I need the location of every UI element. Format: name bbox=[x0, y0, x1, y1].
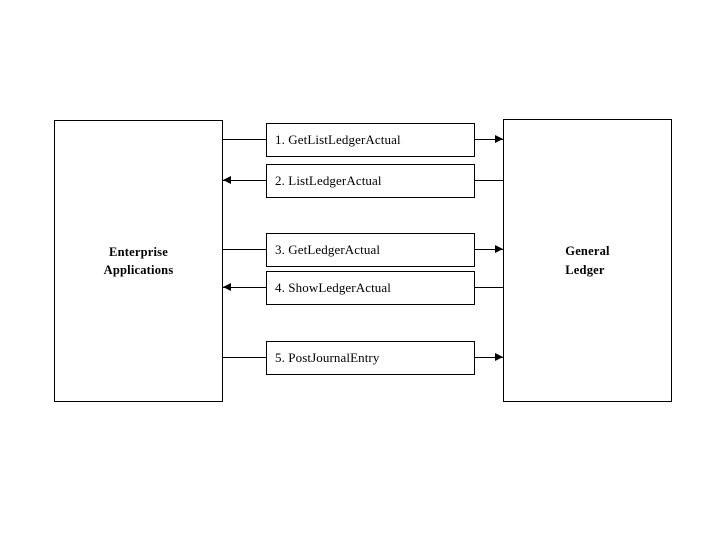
connector-line-left bbox=[223, 287, 266, 288]
arrowhead-left-icon bbox=[223, 176, 231, 184]
connector-line-left bbox=[223, 180, 266, 181]
arrowhead-right-icon bbox=[495, 353, 503, 361]
message-label: 4. ShowLedgerActual bbox=[275, 280, 391, 295]
connector-line-right bbox=[475, 139, 503, 140]
message-row: 3. GetLedgerActual bbox=[0, 233, 718, 267]
message-box-4[interactable]: 4. ShowLedgerActual bbox=[266, 271, 475, 305]
connector-line-left bbox=[223, 357, 266, 358]
message-row: 2. ListLedgerActual bbox=[0, 164, 718, 198]
connector-line-left bbox=[223, 139, 266, 140]
connector-line-right bbox=[475, 287, 503, 288]
participant-enterprise-applications[interactable]: Enterprise Applications bbox=[54, 120, 223, 402]
message-box-5[interactable]: 5. PostJournalEntry bbox=[266, 341, 475, 375]
message-row: 4. ShowLedgerActual bbox=[0, 271, 718, 305]
participant-label: Enterprise Applications bbox=[103, 244, 174, 277]
message-box-3[interactable]: 3. GetLedgerActual bbox=[266, 233, 475, 267]
connector-line-right bbox=[475, 249, 503, 250]
arrowhead-right-icon bbox=[495, 135, 503, 143]
connector-line-left bbox=[223, 249, 266, 250]
message-label: 3. GetLedgerActual bbox=[275, 242, 381, 257]
message-label: 1. GetListLedgerActual bbox=[275, 132, 401, 147]
message-box-2[interactable]: 2. ListLedgerActual bbox=[266, 164, 475, 198]
participant-general-ledger[interactable]: General Ledger bbox=[503, 119, 672, 402]
message-row: 5. PostJournalEntry bbox=[0, 341, 718, 375]
message-row: 1. GetListLedgerActual bbox=[0, 123, 718, 157]
participant-label: General Ledger bbox=[565, 244, 610, 277]
message-label: 2. ListLedgerActual bbox=[275, 173, 382, 188]
connector-line-right bbox=[475, 357, 503, 358]
connector-line-right bbox=[475, 180, 503, 181]
message-label: 5. PostJournalEntry bbox=[275, 350, 380, 365]
message-box-1[interactable]: 1. GetListLedgerActual bbox=[266, 123, 475, 157]
arrowhead-left-icon bbox=[223, 283, 231, 291]
arrowhead-right-icon bbox=[495, 245, 503, 253]
